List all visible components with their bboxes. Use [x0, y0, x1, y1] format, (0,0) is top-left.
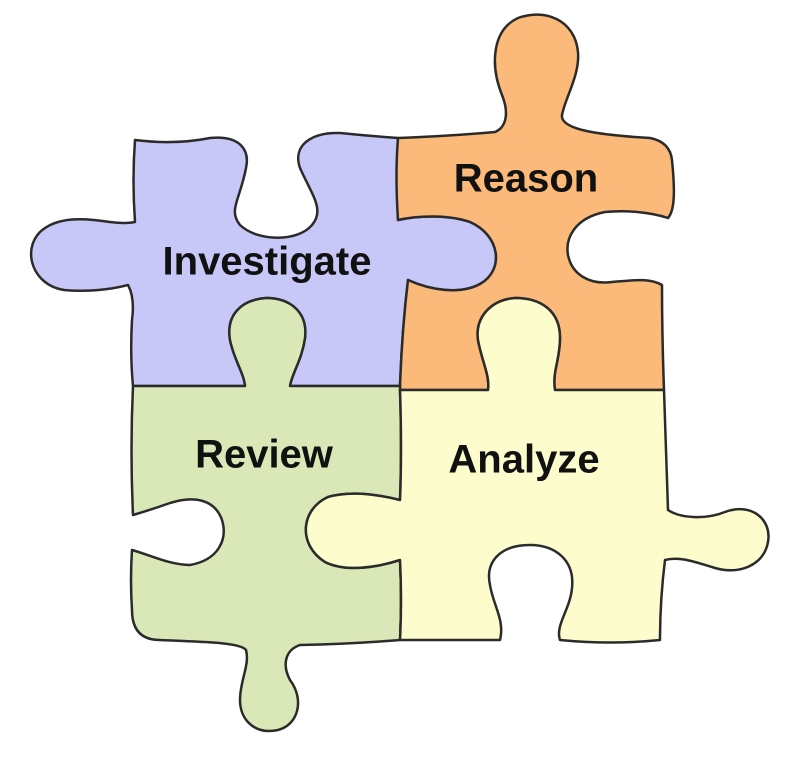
review-label: Review	[195, 433, 334, 477]
review-piece	[129, 296, 403, 733]
analyze-piece	[304, 296, 770, 644]
reason-piece	[395, 13, 676, 392]
reason-label: Reason	[454, 157, 599, 201]
investigate-label: Investigate	[163, 240, 372, 284]
analyze-label: Analyze	[448, 438, 599, 482]
